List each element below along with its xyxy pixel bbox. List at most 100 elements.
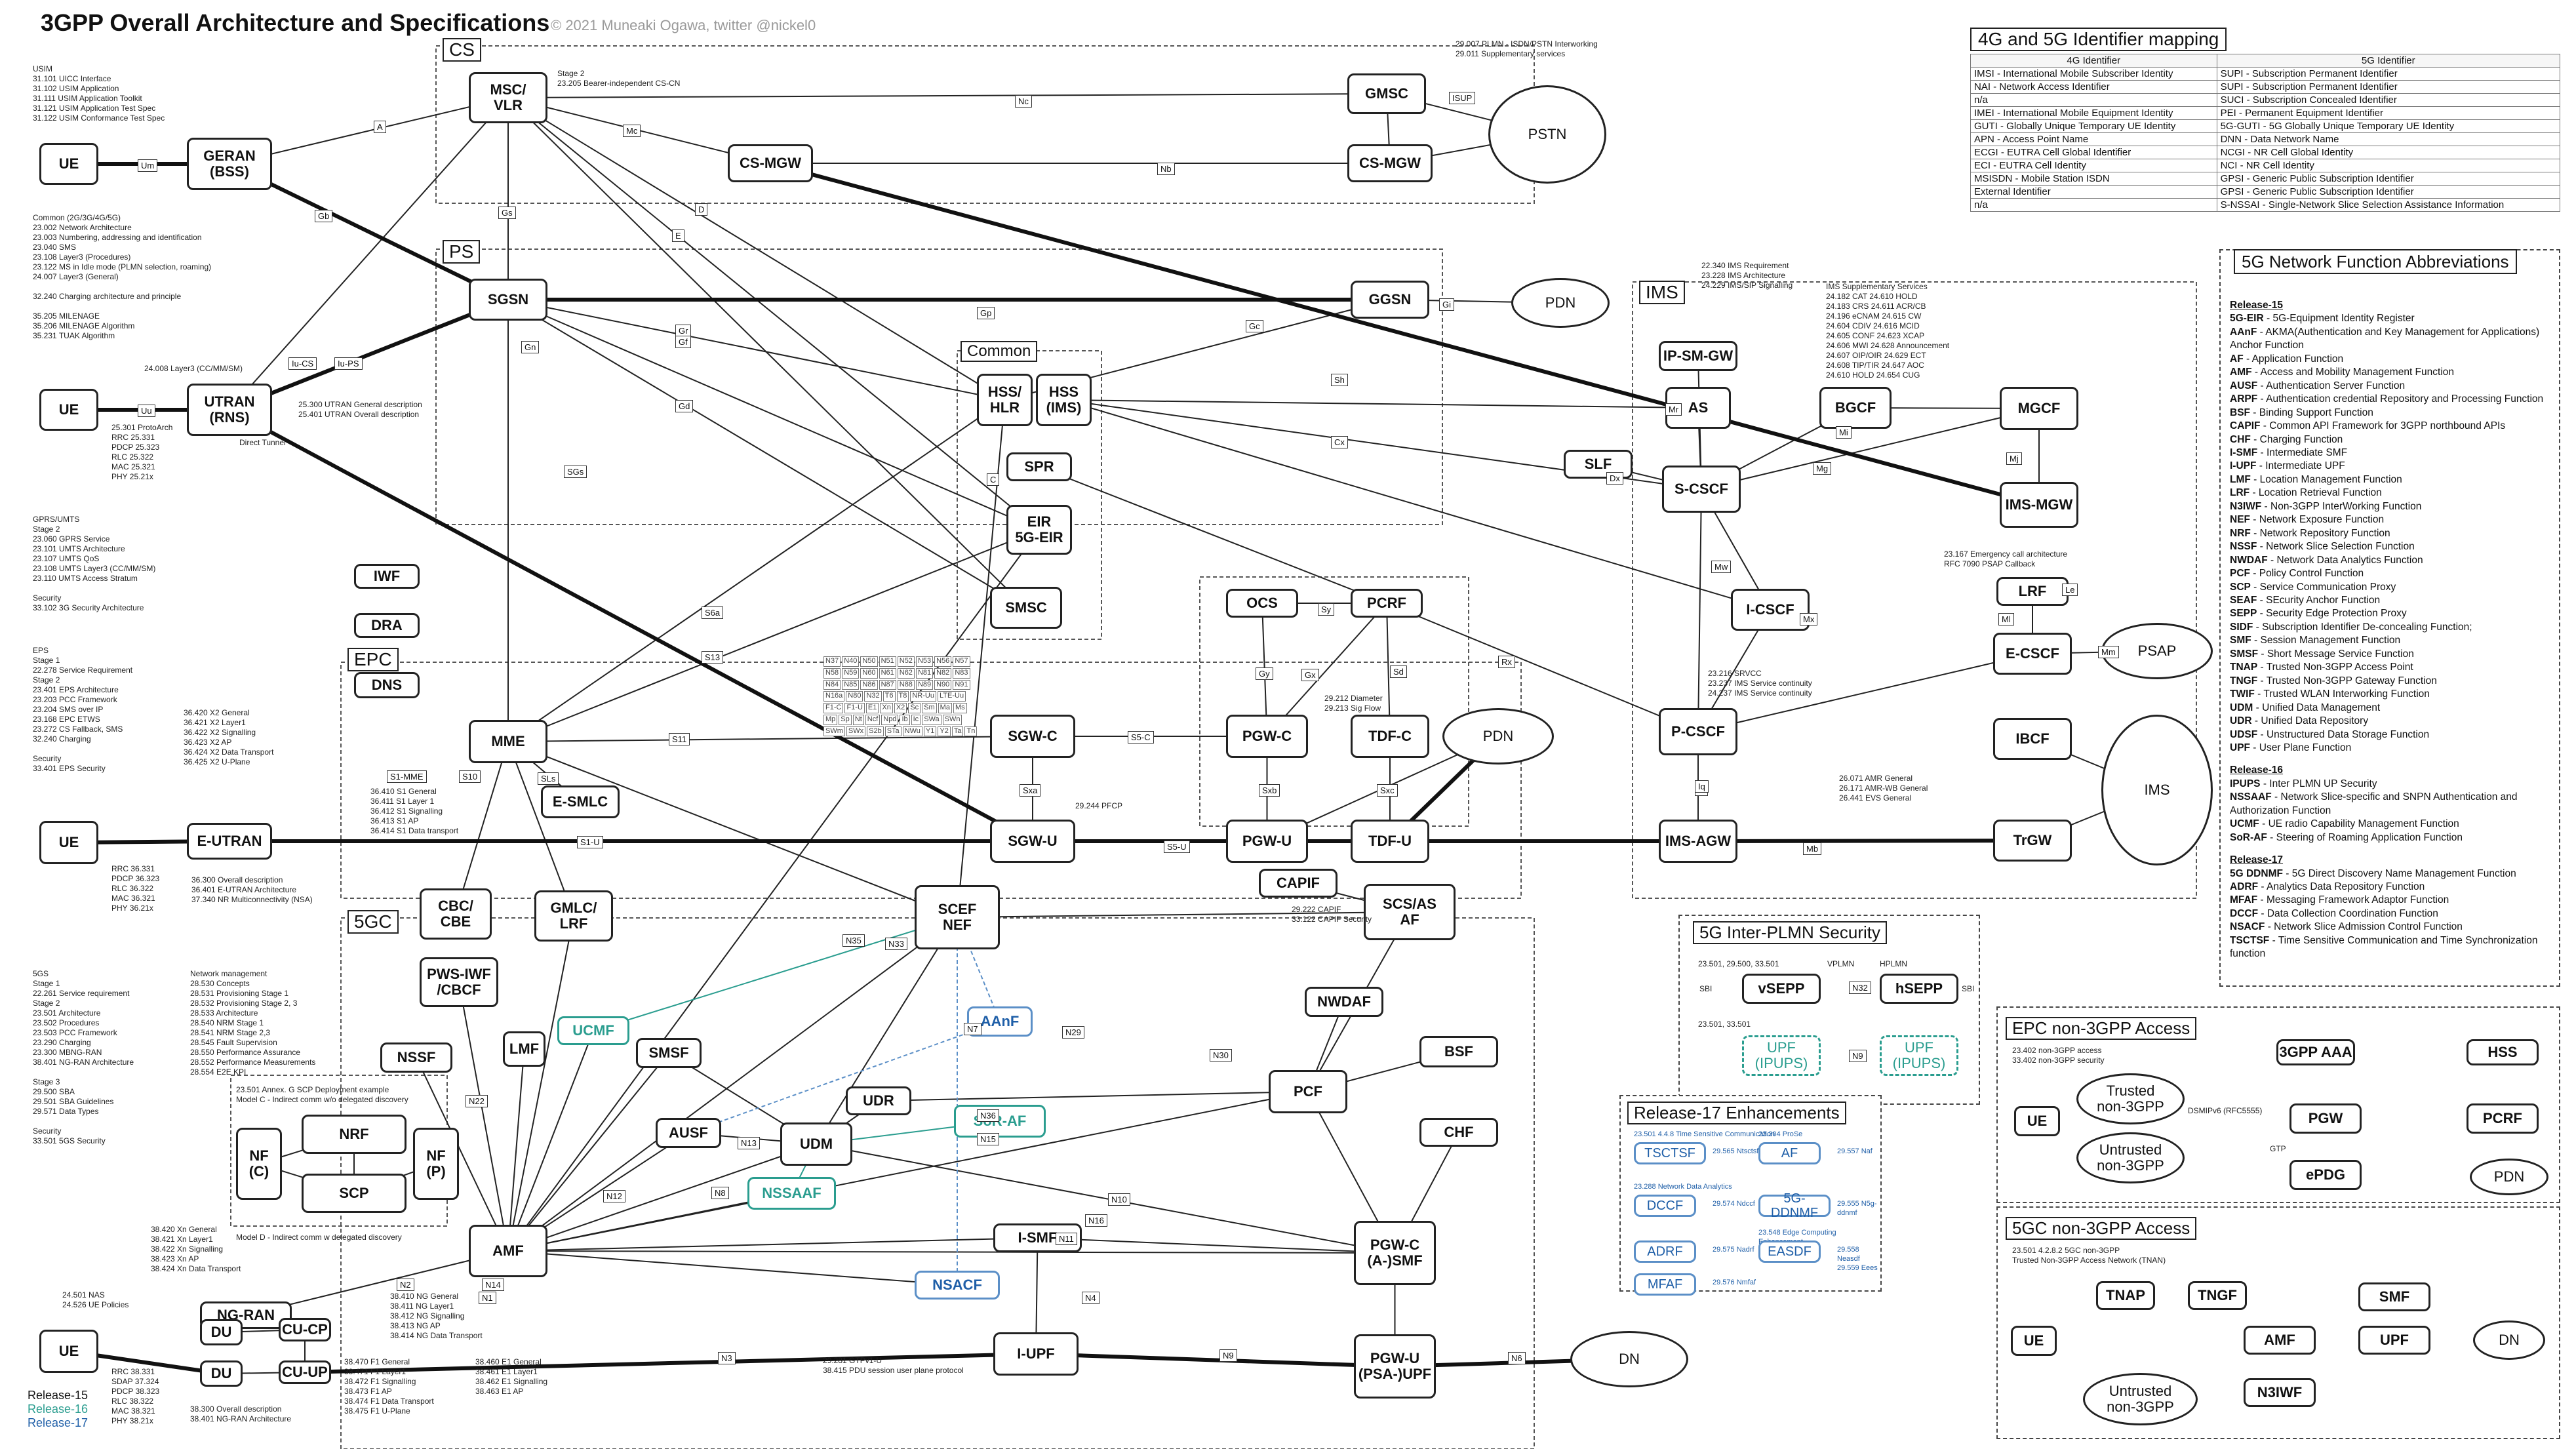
dns-node[interactable]: DNS: [354, 672, 420, 698]
epc-pdn[interactable]: PDN: [2470, 1159, 2548, 1195]
du-2-node[interactable]: DU: [200, 1360, 243, 1387]
nrf-node[interactable]: NRF: [302, 1115, 406, 1154]
pstn-node[interactable]: PSTN: [1488, 85, 1606, 184]
smsc-node[interactable]: SMSC: [990, 587, 1062, 629]
lmf-node[interactable]: LMF: [503, 1031, 545, 1067]
epc-pcrf[interactable]: PCRF: [2467, 1103, 2539, 1134]
bgcf-node[interactable]: BGCF: [1819, 387, 1892, 429]
hsepp-node[interactable]: hSEPP: [1880, 974, 1958, 1004]
tdfc-node[interactable]: TDF-C: [1351, 715, 1429, 758]
epc-3gpp-aaa[interactable]: 3GPP AAA: [2276, 1039, 2355, 1065]
pwsiwf-node[interactable]: PWS-IWF /CBCF: [420, 957, 498, 1007]
nssaaf-node[interactable]: NSSAAF: [747, 1177, 836, 1210]
iwf-node[interactable]: IWF: [354, 564, 420, 589]
mgcf-node[interactable]: MGCF: [2000, 387, 2078, 430]
amf-node[interactable]: AMF: [469, 1225, 547, 1277]
spr-node[interactable]: SPR: [1006, 452, 1072, 481]
rel17-nf-adrf[interactable]: ADRF: [1634, 1241, 1696, 1263]
hssims-node[interactable]: HSS (IMS): [1036, 374, 1092, 426]
sgwc-node[interactable]: SGW-C: [990, 715, 1075, 758]
ggsn-node[interactable]: GGSN: [1351, 281, 1429, 319]
cucp-node[interactable]: CU-CP: [279, 1318, 331, 1341]
pgwu-node[interactable]: PGW-U: [1226, 820, 1308, 863]
gmlc-node[interactable]: GMLC/ LRF: [534, 890, 613, 942]
sorf-node[interactable]: SoR-AF: [954, 1105, 1046, 1138]
dn-node[interactable]: DN: [1570, 1331, 1688, 1387]
rel17-nf-5g-ddnmf[interactable]: 5G-DDNMF: [1758, 1191, 1831, 1220]
vsepp-node[interactable]: vSEPP: [1742, 974, 1821, 1004]
pgwc-node[interactable]: PGW-C: [1226, 715, 1308, 758]
chf-node[interactable]: CHF: [1419, 1118, 1498, 1147]
ucmf-node[interactable]: UCMF: [557, 1016, 629, 1045]
ue-4-node[interactable]: UE: [39, 1330, 98, 1373]
smsf-node[interactable]: SMSF: [636, 1038, 702, 1068]
pcscf-node[interactable]: P-CSCF: [1659, 708, 1737, 755]
epc-trusted-n3gpp[interactable]: Trusted non-3GPP: [2076, 1073, 2185, 1124]
nwdaf-node[interactable]: NWDAF: [1305, 987, 1383, 1017]
ocs-node[interactable]: OCS: [1226, 589, 1298, 618]
msc-node[interactable]: MSC/ VLR: [469, 72, 547, 123]
csmgw-2-node[interactable]: CS-MGW: [1347, 144, 1433, 182]
psap-node[interactable]: PSAP: [2101, 623, 2213, 679]
nfp-node[interactable]: NF (P): [413, 1128, 459, 1200]
epc-hss[interactable]: HSS: [2467, 1039, 2539, 1065]
scef-node[interactable]: SCEF NEF: [915, 885, 1000, 949]
icscf-node[interactable]: I-CSCF: [1731, 589, 1810, 631]
fivegc-smf[interactable]: SMF: [2358, 1282, 2430, 1311]
fivegc-dn[interactable]: DN: [2473, 1320, 2545, 1360]
pgwuupf-node[interactable]: PGW-U (PSA-)UPF: [1354, 1334, 1436, 1399]
sgsn-node[interactable]: SGSN: [469, 279, 547, 321]
pdn-2-node[interactable]: PDN: [1442, 708, 1554, 764]
nssf-node[interactable]: NSSF: [380, 1042, 452, 1073]
fivegc-n3gpp-ue[interactable]: UE: [2011, 1326, 2057, 1356]
udr-node[interactable]: UDR: [846, 1086, 911, 1115]
ecscf-node[interactable]: E-CSCF: [1993, 633, 2072, 675]
ausf-node[interactable]: AUSF: [656, 1118, 721, 1148]
ims-node[interactable]: IMS: [2101, 715, 2213, 865]
imsagw-node[interactable]: IMS-AGW: [1659, 820, 1737, 863]
pcrf-node[interactable]: PCRF: [1351, 589, 1423, 618]
epc-epdg[interactable]: ePDG: [2289, 1160, 2362, 1190]
pdn-1-node[interactable]: PDN: [1511, 278, 1610, 328]
imsmgw-node[interactable]: IMS-MGW: [2000, 482, 2078, 528]
lrf-node[interactable]: LRF: [1996, 577, 2069, 606]
ue-3-node[interactable]: UE: [39, 821, 98, 864]
pgwcsmf-node[interactable]: PGW-C (A-)SMF: [1354, 1221, 1436, 1285]
utran-node[interactable]: UTRAN (RNS): [187, 384, 272, 436]
nsacf-node[interactable]: NSACF: [915, 1271, 1000, 1300]
epc-n3gpp-ue[interactable]: UE: [2014, 1106, 2060, 1136]
trgw-node[interactable]: TrGW: [1993, 820, 2072, 862]
fivegc-untrusted[interactable]: Untrusted non-3GPP: [2083, 1373, 2198, 1425]
ue-2-node[interactable]: UE: [39, 389, 98, 431]
csmgw-node[interactable]: CS-MGW: [728, 144, 813, 182]
rel17-nf-easdf[interactable]: EASDF: [1758, 1241, 1821, 1263]
bsf-node[interactable]: BSF: [1419, 1036, 1498, 1067]
rel17-nf-mfaf[interactable]: MFAF: [1634, 1273, 1696, 1296]
upf-ipups-1[interactable]: UPF (IPUPS): [1742, 1035, 1821, 1076]
scsas-node[interactable]: SCS/AS AF: [1364, 884, 1456, 940]
scp-node[interactable]: SCP: [302, 1174, 406, 1213]
cbc-node[interactable]: CBC/ CBE: [420, 888, 492, 940]
rel17-nf-af[interactable]: AF: [1758, 1142, 1821, 1164]
du-1-node[interactable]: DU: [200, 1319, 243, 1345]
dra-node[interactable]: DRA: [354, 613, 420, 638]
nfc-node[interactable]: NF (C): [236, 1128, 282, 1200]
geran-node[interactable]: GERAN (BSS): [187, 138, 272, 190]
rel17-nf-dccf[interactable]: DCCF: [1634, 1195, 1696, 1217]
hsshlr-node[interactable]: HSS/ HLR: [977, 374, 1033, 426]
sgwu-node[interactable]: SGW-U: [990, 820, 1075, 863]
gmsc-node[interactable]: GMSC: [1347, 73, 1426, 114]
ipsmgw-node[interactable]: IP-SM-GW: [1659, 341, 1737, 371]
iupf-node[interactable]: I-UPF: [993, 1332, 1079, 1376]
fivegc-upf[interactable]: UPF: [2358, 1326, 2430, 1355]
esmlc-node[interactable]: E-SMLC: [541, 785, 620, 818]
epc-pgw[interactable]: PGW: [2289, 1103, 2362, 1134]
rel17-nf-tsctsf[interactable]: TSCTSF: [1634, 1142, 1706, 1164]
fivegc-tnap[interactable]: TNAP: [2096, 1281, 2155, 1310]
fivegc-amf[interactable]: AMF: [2244, 1326, 2316, 1355]
fivegc-tngf[interactable]: TNGF: [2188, 1281, 2247, 1310]
epc-untrusted-n3gpp[interactable]: Untrusted non-3GPP: [2076, 1132, 2185, 1183]
capif-node[interactable]: CAPIF: [1259, 869, 1338, 898]
upf-ipups-2[interactable]: UPF (IPUPS): [1880, 1035, 1958, 1076]
pcf-node[interactable]: PCF: [1269, 1070, 1347, 1113]
